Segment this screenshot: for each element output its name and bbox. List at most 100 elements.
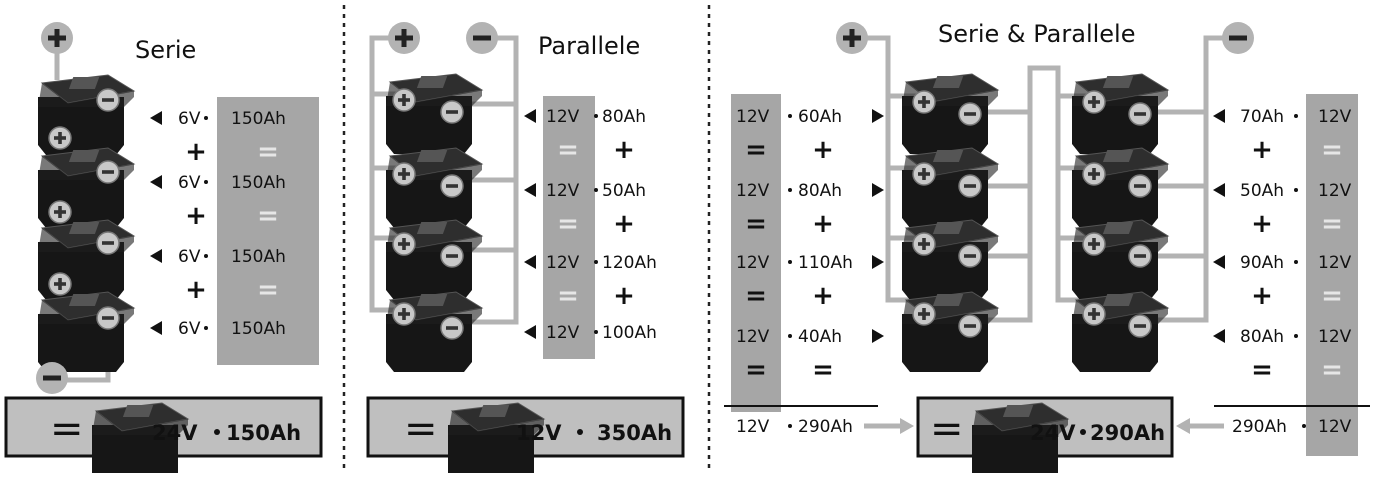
parallel-minus-terminal-2-icon xyxy=(440,174,464,198)
series-eq-sign: = xyxy=(257,137,279,167)
series-result-dot xyxy=(214,429,220,435)
sp-right-plus-sign: + xyxy=(1251,209,1273,239)
parallel-main-plus-icon xyxy=(388,22,420,54)
parallel-result-dot xyxy=(577,429,583,435)
series-plus-terminal-3-icon xyxy=(48,272,72,296)
series-plus-terminal-1-icon xyxy=(48,126,72,150)
sp-left-row-volt: 12V xyxy=(736,107,770,127)
series-plus-sign: + xyxy=(185,201,207,231)
sp-left-eq-sign: = xyxy=(745,355,767,385)
sp-right-total-amp: 290Ah xyxy=(1232,417,1287,437)
parallel-row-amp: 80Ah xyxy=(602,107,646,127)
series-minus-terminal-2-icon xyxy=(96,160,120,184)
parallel-eq-sign: = xyxy=(557,281,579,311)
sp-left-eq-sign: = xyxy=(745,135,767,165)
series-row-arrow-icon xyxy=(150,321,162,335)
sp-right-eq-sign: = xyxy=(1321,355,1343,385)
series-row-volt: 6V xyxy=(178,173,201,193)
sp-left-minus-terminal-4-icon xyxy=(958,314,982,338)
parallel-plus-sign: + xyxy=(613,135,635,165)
series-row-dot xyxy=(204,326,208,330)
parallel-result-amp: 350Ah xyxy=(597,421,672,445)
series-row-volt: 6V xyxy=(178,247,201,267)
sp-right-plus-terminal-4-icon xyxy=(1082,302,1106,326)
series-row-dot xyxy=(204,254,208,258)
series-row-dot xyxy=(204,116,208,120)
sp-left-plus-sign: + xyxy=(812,135,834,165)
sp-left-row-arrow-icon xyxy=(872,255,884,269)
sp-result-eq: = xyxy=(930,406,964,452)
series-main-plus-icon xyxy=(41,22,73,54)
sp-right-total-dot xyxy=(1302,424,1306,428)
parallel-minus-terminal-4-icon xyxy=(440,316,464,340)
sp-left-row-volt: 12V xyxy=(736,327,770,347)
sp-main-plus-icon xyxy=(836,22,868,54)
serie-parallel-section: Serie & Parallele xyxy=(724,20,1370,477)
sp-left-plus-sign: + xyxy=(812,209,834,239)
parallel-result-eq: = xyxy=(404,406,438,452)
series-eq-sign: = xyxy=(257,275,279,305)
parallel-row-arrow-icon xyxy=(524,325,536,339)
sp-left-eq-sign-final: = xyxy=(812,355,834,385)
sp-left-total-volt: 12V xyxy=(736,417,770,437)
parallel-row-dot xyxy=(594,188,598,192)
sp-left-row-amp: 60Ah xyxy=(798,107,842,127)
parallel-plus-sign: + xyxy=(613,281,635,311)
sp-right-minus-terminal-3-icon xyxy=(1128,244,1152,268)
series-minus-terminal-3-icon xyxy=(96,231,120,255)
parallel-row-arrow-icon xyxy=(524,183,536,197)
arrow-left-to-result-icon xyxy=(900,418,914,434)
parallel-row-amp: 100Ah xyxy=(602,323,657,343)
sp-right-plus-terminal-2-icon xyxy=(1082,162,1106,186)
parallel-row-volt: 12V xyxy=(546,181,580,201)
sp-right-total-volt: 12V xyxy=(1318,417,1352,437)
series-result-eq: = xyxy=(50,406,84,452)
sp-right-row-volt: 12V xyxy=(1318,107,1352,127)
sp-right-eq-sign: = xyxy=(1321,135,1343,165)
sp-right-row-dot xyxy=(1294,188,1298,192)
parallel-eq-sign: = xyxy=(557,209,579,239)
series-row-arrow-icon xyxy=(150,111,162,125)
sp-left-row-amp: 80Ah xyxy=(798,181,842,201)
sp-right-row-dot xyxy=(1294,334,1298,338)
sp-right-row-arrow-icon xyxy=(1213,255,1225,269)
sp-right-row-amp: 90Ah xyxy=(1240,253,1284,273)
sp-left-row-arrow-icon xyxy=(872,329,884,343)
sp-right-row-volt: 12V xyxy=(1318,181,1352,201)
sp-left-plus-terminal-3-icon xyxy=(912,232,936,256)
sp-main-minus-icon xyxy=(1222,22,1254,54)
sp-right-row-amp: 80Ah xyxy=(1240,327,1284,347)
series-row-dot xyxy=(204,180,208,184)
parallel-row-dot xyxy=(594,330,598,334)
parallel-main-minus-icon xyxy=(466,22,498,54)
arrow-right-to-result-icon xyxy=(1176,418,1190,434)
sp-right-minus-terminal-4-icon xyxy=(1128,314,1152,338)
sp-left-plus-terminal-2-icon xyxy=(912,162,936,186)
parallel-eq-sign: = xyxy=(557,135,579,165)
series-minus-terminal-1-icon xyxy=(96,88,120,112)
series-result-amp: 150Ah xyxy=(226,421,301,445)
parallel-row-amp: 120Ah xyxy=(602,253,657,273)
series-row-volt: 6V xyxy=(178,319,201,339)
sp-right-minus-terminal-1-icon xyxy=(1128,102,1152,126)
parallel-minus-terminal-3-icon xyxy=(440,244,464,268)
series-plus-terminal-2-icon xyxy=(48,200,72,224)
sp-result-dot xyxy=(1080,429,1086,435)
series-main-minus-icon xyxy=(36,362,68,394)
sp-left-plus-terminal-4-icon xyxy=(912,302,936,326)
sp-left-row-volt: 12V xyxy=(736,181,770,201)
parallel-result-volt: 12V xyxy=(516,421,562,445)
parallel-plus-terminal-3-icon xyxy=(392,232,416,256)
series-row-volt: 6V xyxy=(178,109,201,129)
sp-right-eq-sign: = xyxy=(1321,209,1343,239)
parallel-row-amp: 50Ah xyxy=(602,181,646,201)
sp-left-row-arrow-icon xyxy=(872,183,884,197)
parallel-title: Parallele xyxy=(538,32,640,60)
sp-right-eq-sign-final: = xyxy=(1251,355,1273,385)
series-title: Serie xyxy=(135,36,196,64)
sp-left-row-amp: 110Ah xyxy=(798,253,853,273)
sp-left-minus-terminal-2-icon xyxy=(958,174,982,198)
